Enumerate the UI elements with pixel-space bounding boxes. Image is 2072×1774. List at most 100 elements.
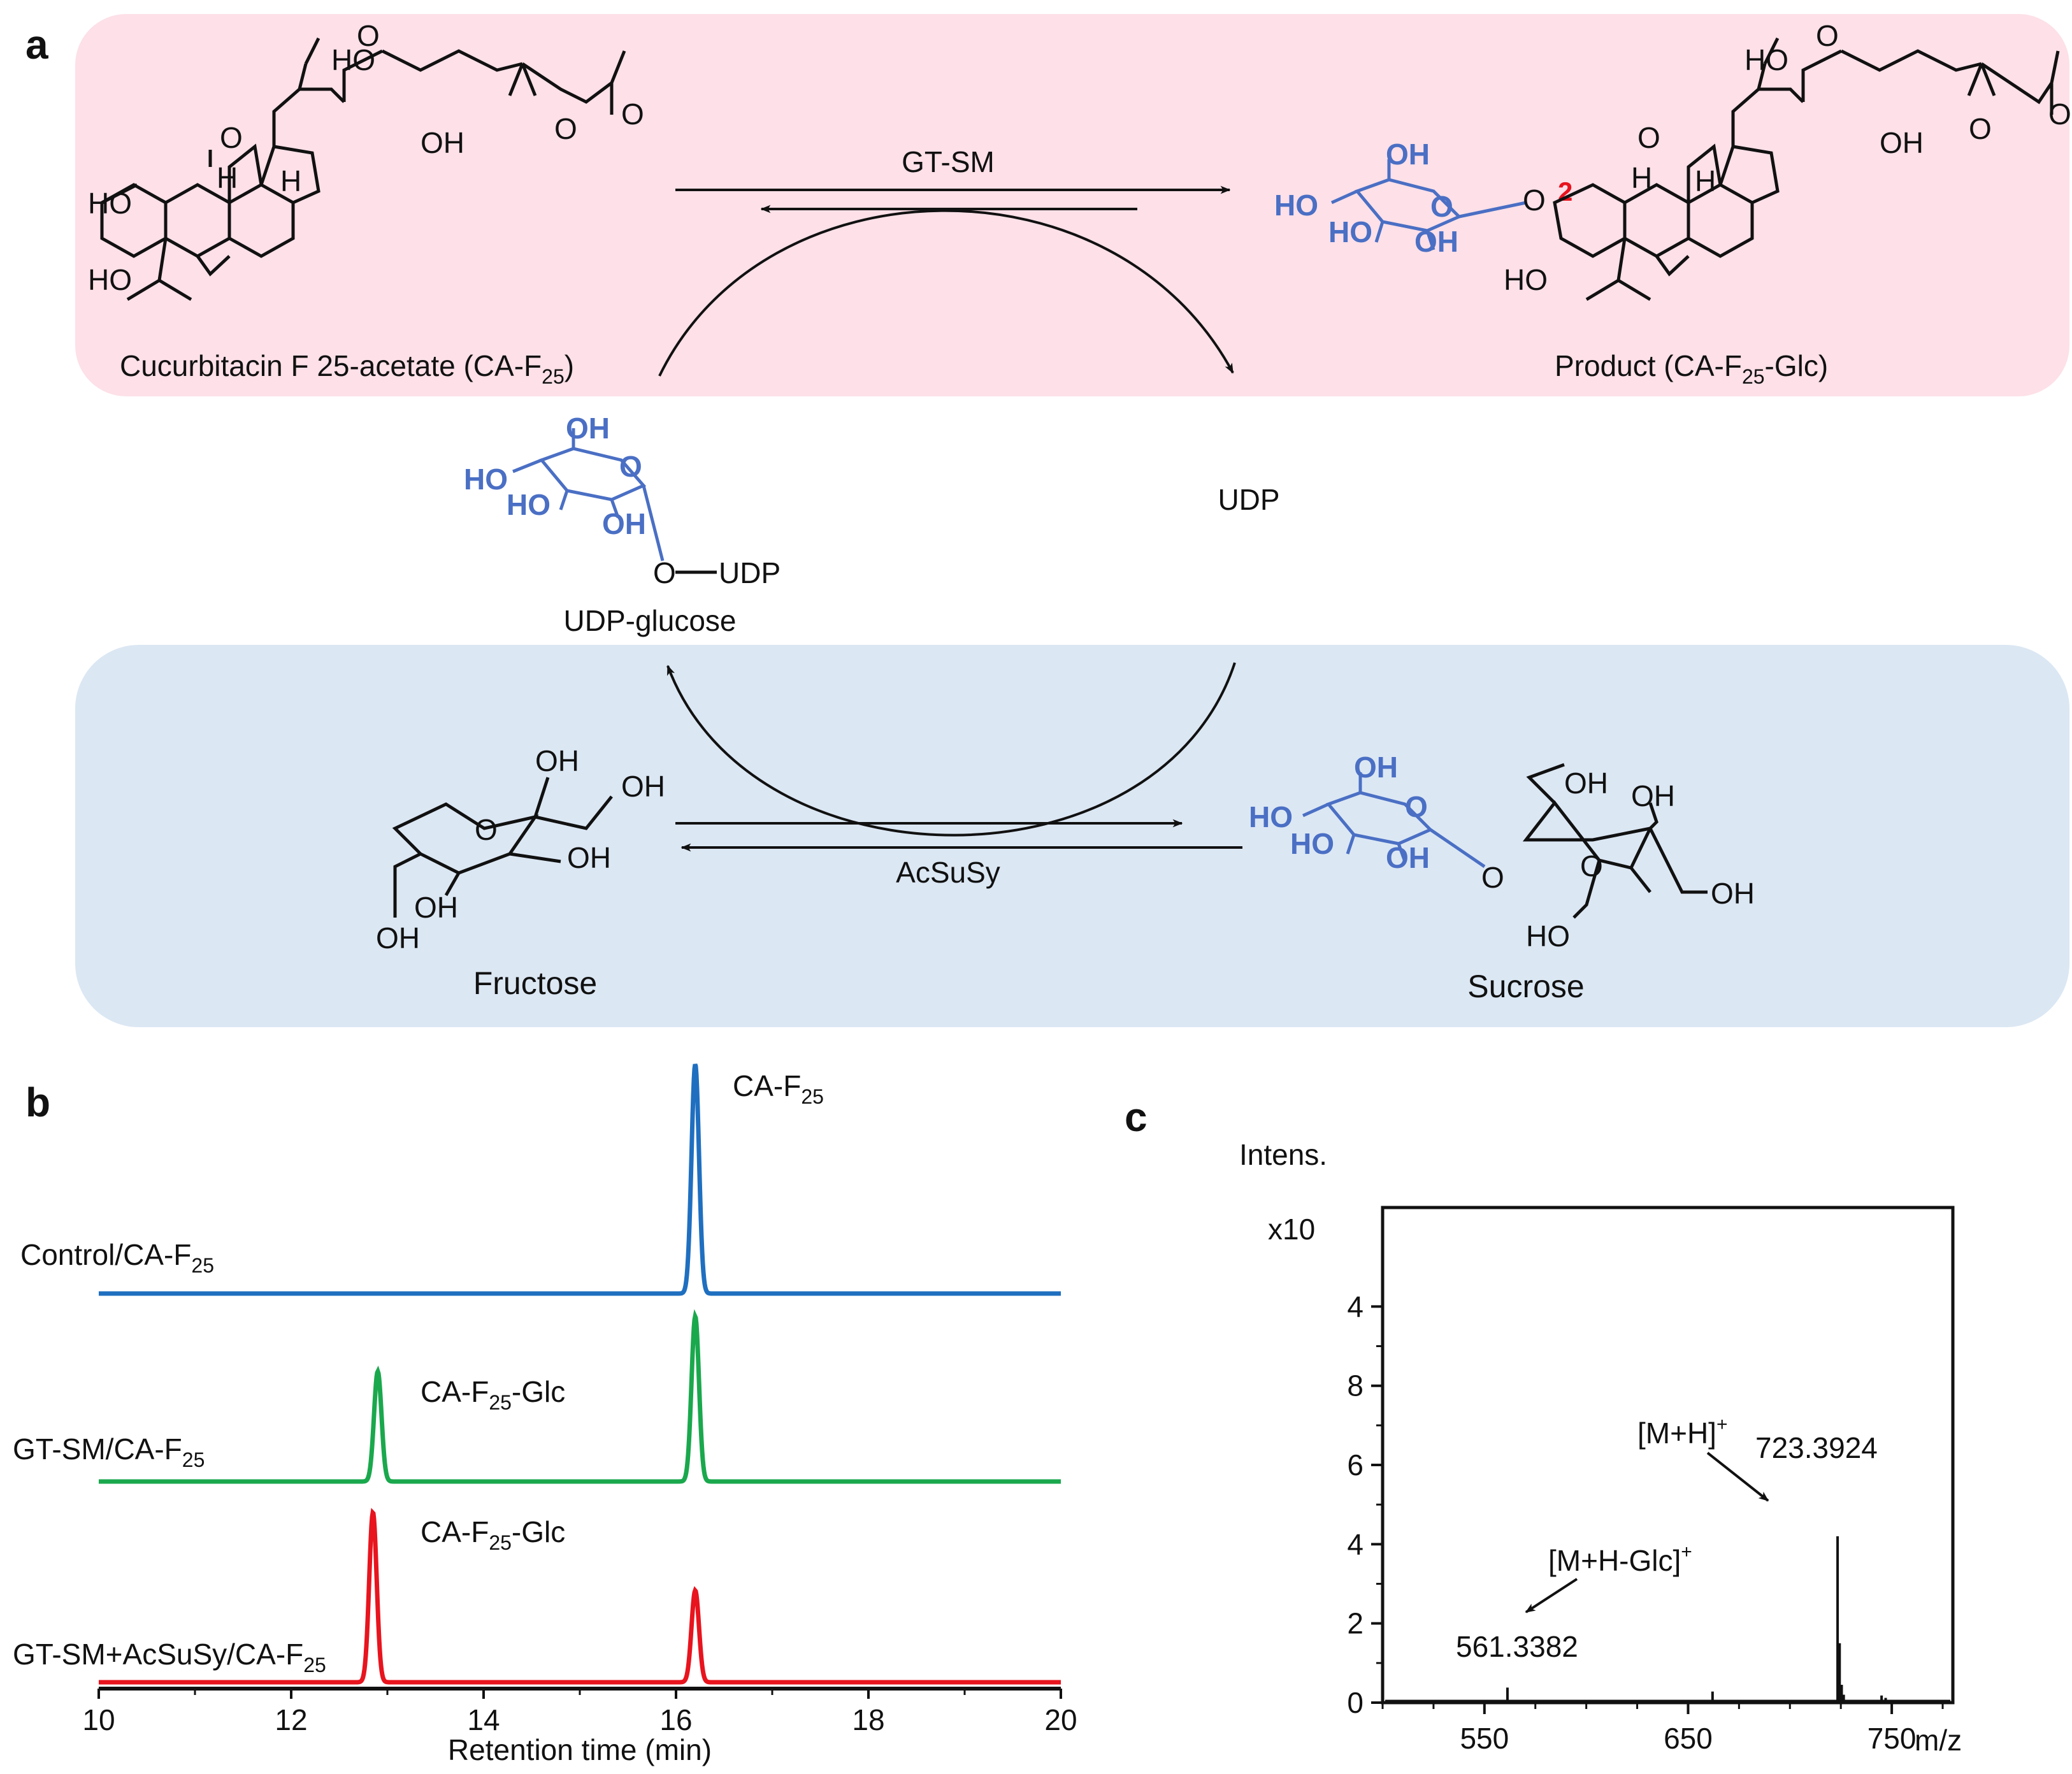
y-tick-label-c: 8	[1347, 1369, 1363, 1403]
x-tick-label-b: 14	[467, 1703, 500, 1736]
sucrose-glc-ho2: HO	[1290, 827, 1334, 860]
trace-label-combined: GT-SM+AcSuSy/CA-F25	[13, 1638, 326, 1677]
fructose-oh2: OH	[621, 770, 665, 803]
panel-a-bottom-background	[75, 645, 2069, 1027]
udp-label: UDP	[1218, 483, 1279, 516]
product-atom-h1: H	[1631, 161, 1652, 194]
product-atom-o1: O	[1816, 19, 1839, 52]
y-tick-label-c: 4	[1347, 1527, 1363, 1561]
trace-2	[99, 1309, 1061, 1484]
udpg-o-ring: O	[619, 450, 642, 483]
substrate-atom-h2: H	[280, 164, 301, 198]
product-atom-h2: H	[1695, 164, 1716, 198]
substrate-atom-o4: O	[621, 97, 644, 131]
udpg-udp-label: UDP	[719, 556, 781, 589]
x-tick-label-b: 16	[659, 1703, 692, 1736]
product-glc-oh2: OH	[1414, 225, 1458, 258]
product-position-label: 2	[1558, 177, 1572, 206]
x-axis-label-b: Retention time (min)	[448, 1733, 712, 1766]
x-tick-label-b: 18	[852, 1703, 884, 1736]
sucrose-glc-ho1: HO	[1249, 800, 1293, 833]
substrate-atom-o2: O	[220, 121, 243, 154]
x-tick-label-c: 550	[1460, 1722, 1509, 1755]
ms-multiplier: x10	[1268, 1213, 1315, 1246]
product-glc-ho1: HO	[1274, 189, 1318, 222]
trace-label-gtsm: GT-SM/CA-F25	[13, 1432, 205, 1471]
sucrose-oh3: OH	[1711, 877, 1755, 910]
product-atom-o-link: O	[1523, 184, 1546, 217]
x-tick-label-b: 12	[275, 1703, 307, 1736]
sucrose-fructose-moiety	[1522, 763, 1708, 919]
panel-label-b: b	[25, 1079, 50, 1125]
peak-label-product-1: CA-F25-Glc	[421, 1375, 565, 1414]
substrate-caption: Cucurbitacin F 25-acetate (CA-F25)	[120, 349, 574, 388]
trace-3	[99, 1508, 1061, 1685]
product-atom-ho2: HO	[1504, 263, 1548, 296]
fructose-oh5: OH	[376, 921, 420, 955]
product-glc-ho2: HO	[1328, 215, 1372, 249]
product-atom-o3: O	[1969, 112, 1992, 145]
fructose-oh1: OH	[535, 744, 579, 777]
udp-glucose-caption: UDP-glucose	[564, 604, 737, 637]
udpg-ho2: HO	[507, 488, 550, 521]
sucrose-o-link: O	[1481, 861, 1504, 894]
product-atom-o2: O	[1637, 121, 1660, 154]
product-aglycone	[1553, 37, 2060, 301]
ion-frag-value: 561.3382	[1456, 1630, 1578, 1663]
sucrose-ho1: HO	[1526, 919, 1570, 953]
sucrose-o-ring: O	[1580, 849, 1603, 883]
substrate-structure	[100, 37, 626, 301]
substrate-atom-ho1: HO	[331, 43, 375, 76]
fructose-o: O	[475, 813, 498, 846]
substrate-atom-o1: O	[357, 19, 380, 52]
udpg-oh2: OH	[602, 507, 646, 540]
sucrose-oh2: OH	[1631, 779, 1675, 812]
x-tick-label-b: 20	[1044, 1703, 1077, 1736]
ms-ylabel: Intens.	[1239, 1138, 1327, 1171]
ion-main-arrow	[1706, 1452, 1769, 1502]
peak-label-product-2: CA-F25-Glc	[421, 1515, 565, 1554]
curved-arrow-top	[658, 209, 1234, 377]
trace-1	[99, 1064, 1061, 1296]
product-glucose-moiety	[1330, 159, 1527, 250]
substrate-atom-ho2: HO	[88, 187, 132, 220]
sucrose-glc-o: O	[1405, 790, 1428, 823]
x-tick-label-c: 650	[1664, 1722, 1713, 1755]
sucrose-glc-oh1: OH	[1354, 751, 1398, 784]
ms-plot-frame	[1381, 1206, 1955, 1705]
product-atom-o4: O	[2048, 97, 2071, 131]
ion-main-value: 723.3924	[1755, 1431, 1878, 1464]
y-tick-label-c: 4	[1347, 1290, 1363, 1323]
substrate-atom-o3: O	[554, 112, 577, 145]
ion-frag-label: [M+H-Glc]+	[1548, 1541, 1692, 1577]
ms-xlabel: m/z	[1915, 1724, 1962, 1757]
panel-label-a: a	[25, 22, 48, 68]
product-atom-oh1: OH	[1880, 126, 1924, 159]
product-glc-oh1: OH	[1386, 138, 1430, 171]
ion-main-label: [M+H]+	[1637, 1414, 1728, 1450]
substrate-atom-oh1: OH	[421, 126, 464, 159]
trace-label-control: Control/CA-F25	[20, 1238, 214, 1277]
x-tick-label-c: 750	[1867, 1722, 1917, 1755]
substrate-atom-ho3: HO	[88, 263, 132, 296]
udpg-o-link: O	[653, 556, 676, 589]
y-tick-label-c: 2	[1347, 1607, 1363, 1640]
udpg-oh1: OH	[566, 412, 610, 445]
y-tick-label-c: 0	[1347, 1686, 1363, 1719]
fructose-structure	[392, 777, 613, 918]
product-atom-ho1: HO	[1745, 43, 1788, 76]
sucrose-oh1: OH	[1564, 767, 1608, 800]
product-glc-o: O	[1430, 190, 1453, 223]
udpg-ho1: HO	[464, 463, 508, 496]
curved-arrow-bottom	[666, 662, 1236, 837]
y-tick-label-c: 6	[1347, 1448, 1363, 1482]
mass-spectrum-chart: 0 2 4 6 8 4 550 650 750	[1347, 1206, 1955, 1755]
panel-a-top-background	[75, 14, 2069, 396]
x-tick-label-b: 10	[82, 1703, 115, 1736]
product-caption: Product (CA-F25-Glc)	[1555, 349, 1828, 388]
sucrose-glucose-moiety	[1302, 772, 1486, 869]
enzyme-acsusy: AcSuSy	[896, 856, 1000, 889]
sucrose-caption: Sucrose	[1467, 969, 1584, 1004]
